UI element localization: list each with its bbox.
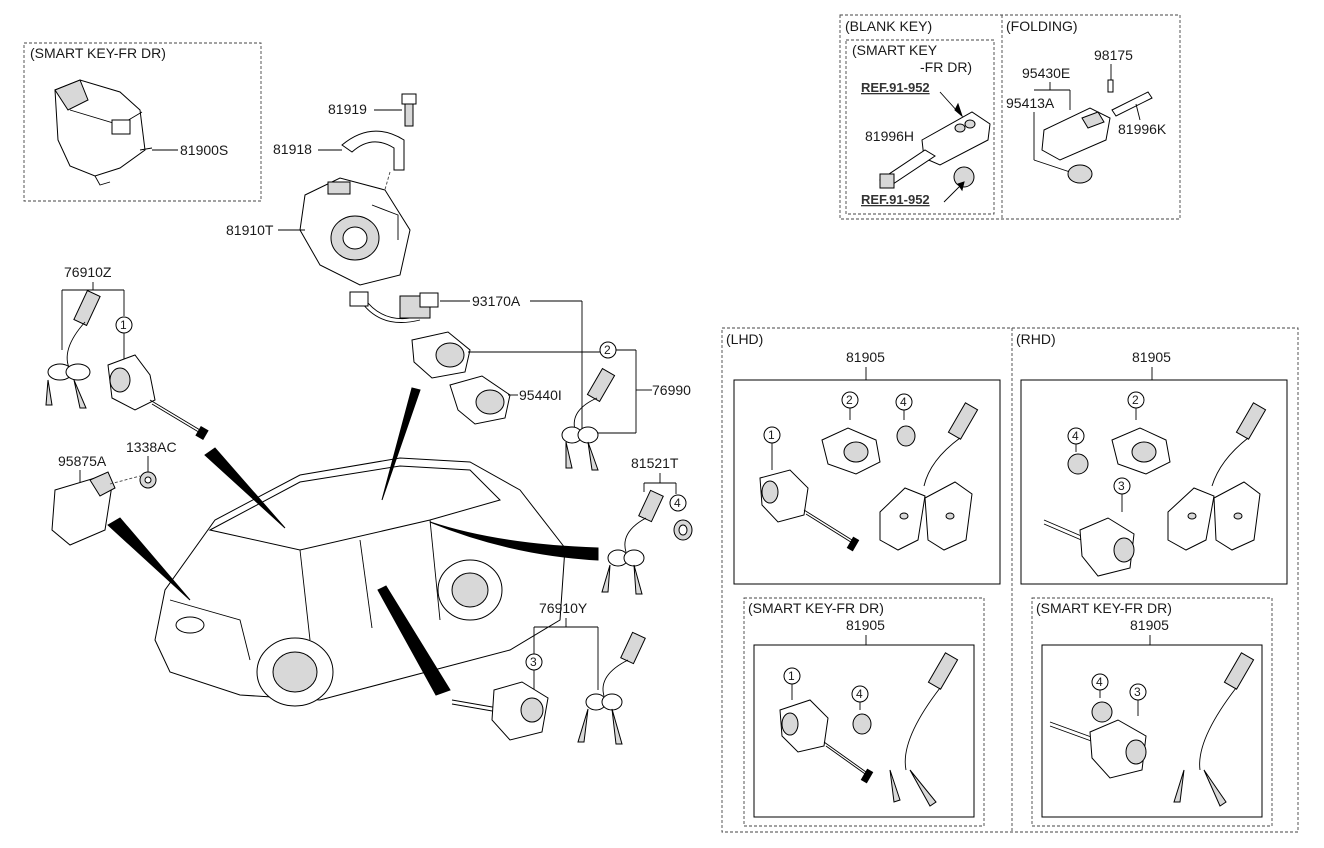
lock-body-81910t-drawing	[299, 177, 411, 286]
lhd-rhd-outer-frame	[721, 327, 1299, 833]
module-95875a-drawing	[51, 471, 141, 546]
part-label-76910z: 76910Z	[64, 264, 112, 280]
part-label-81996h: 81996H	[865, 128, 914, 144]
bolt-81919-drawing	[401, 93, 417, 127]
blank-key-folding-group: (BLANK KEY) (FOLDING) (SMART KEY -FR DR)…	[839, 14, 1181, 220]
callout-4-81521t: 4	[674, 496, 681, 510]
cap-81521t-drawing	[673, 519, 693, 541]
part-label-76910y: 76910Y	[539, 600, 588, 616]
rhd-smart-cap-drawing	[1091, 701, 1113, 723]
keys-76990-drawing	[561, 367, 616, 471]
ref-link-upper[interactable]: REF.91-952	[861, 80, 930, 95]
part-label-93170a: 93170A	[472, 293, 521, 309]
group-header-lhd: (LHD)	[726, 331, 763, 347]
callout-3-rhd-smart: 3	[1134, 685, 1141, 699]
group-header-rhd: (RHD)	[1016, 331, 1056, 347]
callout-2-76990: 2	[604, 343, 611, 357]
rhd-lock-drawing	[1043, 517, 1135, 577]
part-label-81918: 81918	[273, 141, 312, 157]
part-label-81905-lhd: 81905	[846, 349, 885, 365]
lhd-smart-keys-drawing	[889, 652, 959, 807]
keys-81521t-drawing	[601, 489, 664, 595]
81521t-group: 81521T 4	[601, 455, 693, 595]
callout-4-lhd-smart: 4	[856, 687, 863, 701]
callout-2-lhd: 2	[846, 393, 853, 407]
bracket-81918-drawing	[341, 130, 405, 171]
rhd-81905-group: 81905 2 4 3	[1020, 349, 1288, 585]
door-lock-76910y-drawing	[451, 681, 549, 741]
callout-4-rhd: 4	[1072, 429, 1079, 443]
93170a-group: 93170A 2 76990 95440I	[349, 291, 691, 471]
part-label-81905-rhd-smart: 81905	[1130, 617, 1169, 633]
ring-95440i-drawing	[449, 375, 511, 425]
callout-1-lhd: 1	[768, 428, 775, 442]
part-label-1338ac: 1338AC	[126, 439, 177, 455]
keys-76910y-drawing	[577, 631, 646, 745]
rhd-cap-drawing	[1067, 453, 1089, 475]
lhd-smart-key-group: (SMART KEY-FR DR) 81905 1 4	[743, 597, 985, 827]
harness-93170a-drawing	[349, 291, 439, 323]
lhd-smart-lock-drawing	[779, 699, 874, 784]
ignition-cylinder-drawing	[411, 331, 471, 379]
76910z-group: 76910Z 1	[45, 264, 209, 441]
lhd-cap-drawing	[896, 425, 916, 447]
lhd-smart-cap-drawing	[852, 713, 872, 735]
smart-key-fr-dr-group: (SMART KEY-FR DR) 81900S	[23, 42, 262, 202]
part-label-81919: 81919	[328, 101, 367, 117]
callout-2-rhd: 2	[1132, 393, 1139, 407]
rhd-fobs-drawing	[1167, 402, 1267, 551]
keys-76910z-drawing	[45, 289, 101, 409]
ignition-lock-group: 81919 81918 81910T	[226, 93, 417, 286]
part-label-81905-rhd: 81905	[1132, 349, 1171, 365]
callout-1-lhd-smart: 1	[788, 669, 795, 683]
part-label-95440i: 95440I	[519, 387, 562, 403]
callout-1-76910z: 1	[120, 318, 127, 332]
rhd-smart-keys-drawing	[1173, 652, 1255, 807]
group-header-smart-key-line1: (SMART KEY	[852, 42, 938, 58]
leader-wedges	[107, 387, 599, 696]
part-label-81521t: 81521T	[631, 455, 679, 471]
part-label-76990: 76990	[652, 382, 691, 398]
part-label-95875a: 95875A	[58, 453, 107, 469]
group-header-smart-key-fr-dr: (SMART KEY-FR DR)	[30, 45, 166, 61]
lhd-ignition-drawing	[821, 427, 881, 475]
group-header-blank-key: (BLANK KEY)	[845, 18, 932, 34]
folding-key-fob-drawing	[1041, 107, 1111, 161]
callout-4-rhd-smart: 4	[1096, 675, 1103, 689]
ref-link-lower[interactable]: REF.91-952	[861, 192, 930, 207]
group-header-folding: (FOLDING)	[1006, 18, 1078, 34]
emergency-key-81996h-drawing	[879, 149, 936, 189]
vehicle-drawing	[154, 457, 566, 707]
76910y-group: 76910Y 3	[451, 600, 646, 745]
part-label-81910t: 81910T	[226, 222, 274, 238]
callout-3-76910y: 3	[530, 655, 537, 669]
callout-3-rhd: 3	[1118, 479, 1125, 493]
folding-blade-81996k-drawing	[1111, 91, 1153, 117]
part-label-95413a: 95413A	[1006, 95, 1055, 111]
lhd-lock-drawing	[759, 469, 860, 552]
nut-1338ac-drawing	[139, 471, 157, 489]
part-label-98175: 98175	[1094, 47, 1133, 63]
lhd-81905-group: 81905 1 2 4	[733, 349, 1001, 585]
group-header-smart-key-line2: -FR DR)	[920, 59, 972, 75]
part-81900s-drawing	[54, 79, 153, 186]
rhd-ignition-drawing	[1111, 427, 1171, 475]
group-header-rhd-smart: (SMART KEY-FR DR)	[1036, 600, 1172, 616]
part-label-81900s: 81900S	[180, 142, 228, 158]
part-label-81996k: 81996K	[1118, 121, 1167, 137]
group-header-lhd-smart: (SMART KEY-FR DR)	[748, 600, 884, 616]
part-label-95430e: 95430E	[1022, 65, 1070, 81]
callout-4-lhd: 4	[900, 395, 907, 409]
rhd-smart-key-group: (SMART KEY-FR DR) 81905 4 3	[1031, 597, 1273, 827]
lhd-fobs-drawing	[879, 402, 979, 551]
part-label-81905-lhd-smart: 81905	[846, 617, 885, 633]
smart-key-fob-drawing	[921, 111, 991, 166]
door-lock-76910z-drawing	[107, 354, 209, 441]
rhd-smart-lock-drawing	[1049, 719, 1147, 779]
95875a-group: 95875A 1338AC	[51, 439, 177, 546]
